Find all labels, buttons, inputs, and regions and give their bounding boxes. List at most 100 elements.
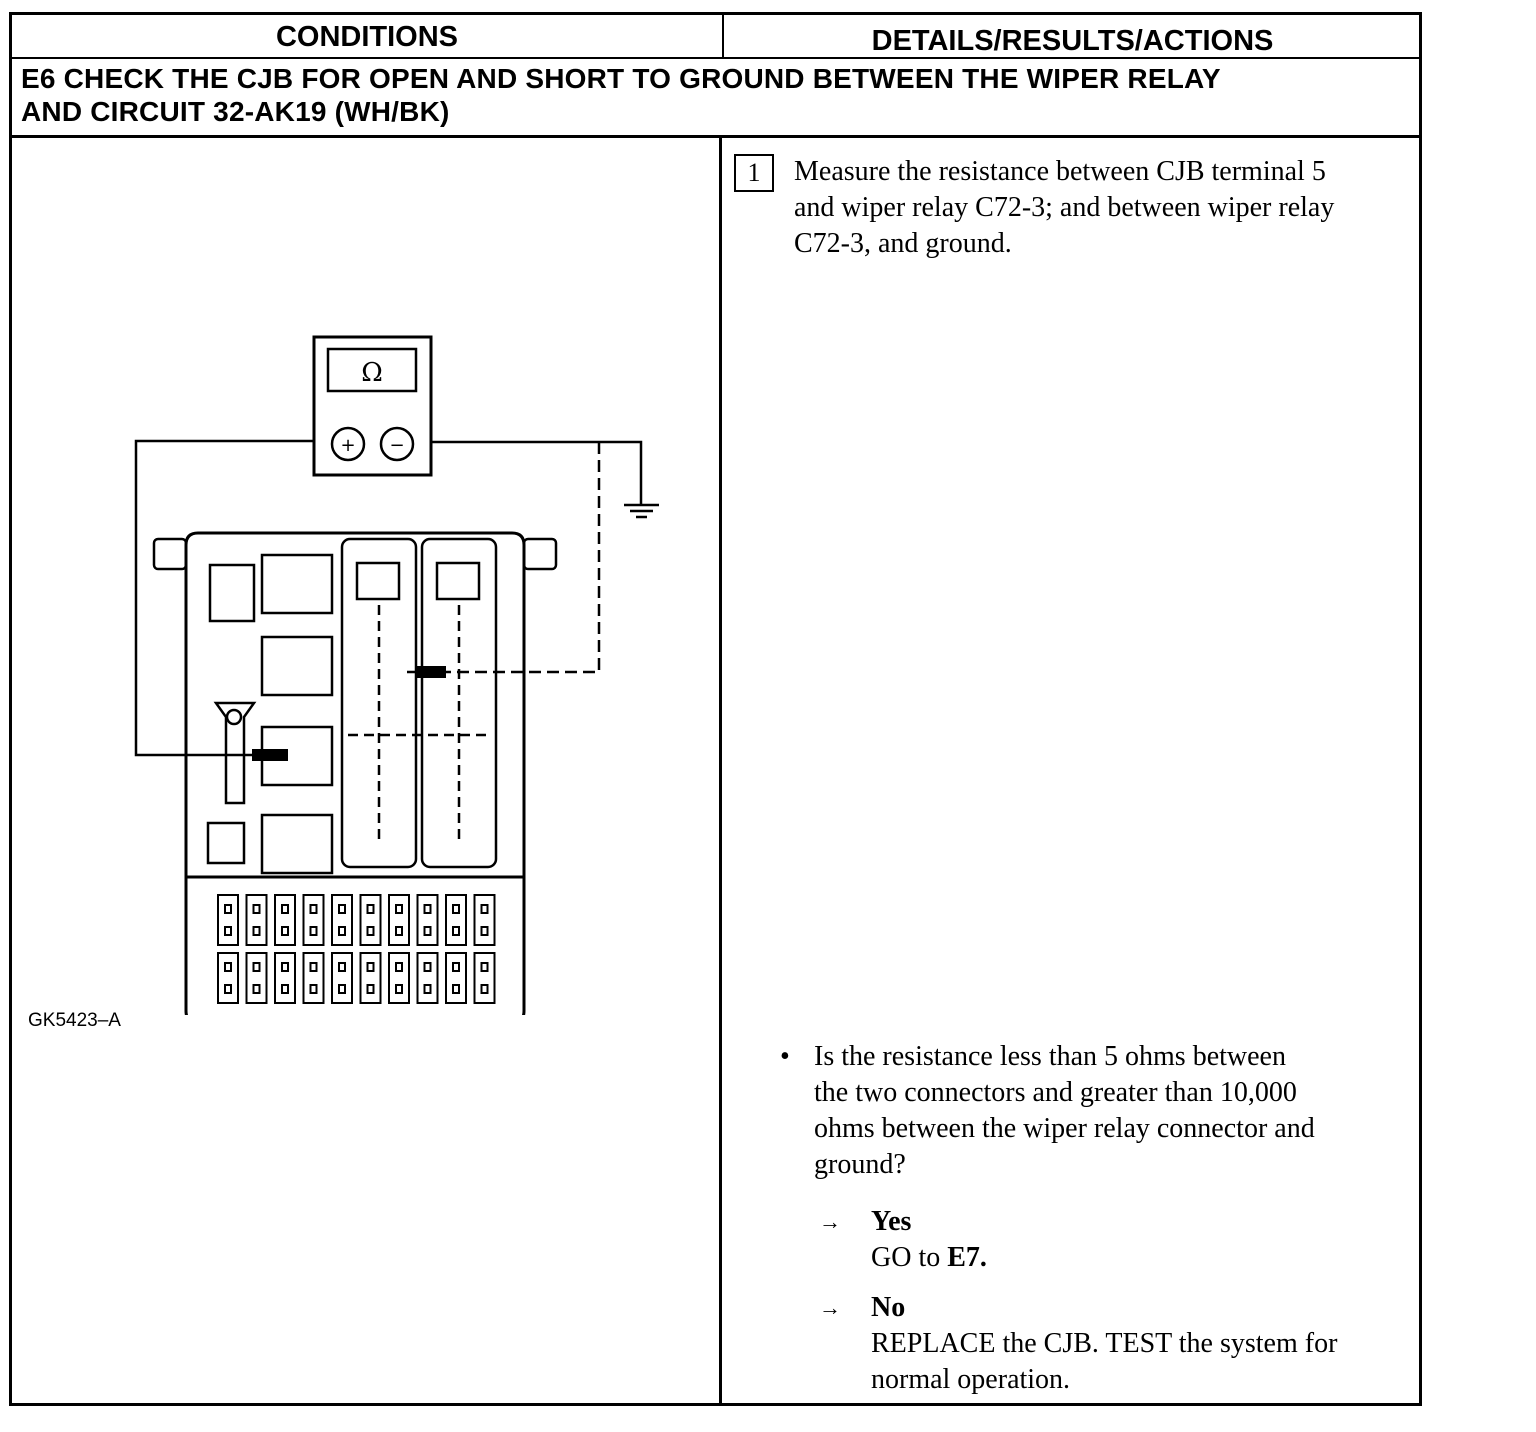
- connector-c1: [340, 537, 418, 869]
- fuse-slot: [473, 952, 496, 1004]
- fuse-slot: [445, 952, 467, 1004]
- fuse-puller: [213, 701, 257, 805]
- fuse-terminal: [252, 904, 261, 914]
- fuse-slot: [331, 952, 353, 1004]
- yes-arrow-icon: →: [819, 1209, 841, 1234]
- fuse-terminal: [480, 962, 489, 972]
- fuse-terminal: [366, 904, 375, 914]
- diode-socket: [206, 821, 246, 865]
- header-divider: [722, 15, 724, 59]
- fuse-terminal: [252, 962, 261, 972]
- fuse-slot: [331, 894, 353, 946]
- minus-sign: −: [389, 435, 404, 456]
- cjb-wiring-diagram: Ω + −: [134, 335, 659, 1015]
- question-bullet: •: [780, 1041, 790, 1072]
- step-title: E6 CHECK THE CJB FOR OPEN AND SHORT TO G…: [21, 62, 1401, 128]
- fuse-terminal: [366, 984, 375, 994]
- no-action-line2: normal operation.: [871, 1364, 1071, 1395]
- fuse-slot: [302, 952, 325, 1004]
- fuse-terminal: [395, 984, 403, 994]
- fuse-terminal: [480, 984, 489, 994]
- mounting-ear-left: [152, 537, 188, 571]
- fuse-terminal: [224, 984, 232, 994]
- fuse-terminal: [252, 984, 261, 994]
- relay-socket-2: [260, 635, 334, 697]
- ohm-symbol: Ω: [361, 358, 383, 388]
- fuse-terminal: [452, 984, 460, 994]
- no-arrow-icon: →: [819, 1295, 841, 1320]
- relay-socket-1: [260, 553, 334, 615]
- fuse-slot: [388, 952, 410, 1004]
- fuse-terminal: [395, 926, 403, 936]
- no-action: REPLACE the CJB. TEST the system for nor…: [871, 1326, 1411, 1398]
- fuse-terminal: [452, 962, 460, 972]
- small-relay-socket-1: [208, 563, 256, 623]
- fuse-terminal: [338, 926, 346, 936]
- yes-label: Yes: [871, 1206, 912, 1237]
- diagnostic-table: CONDITIONS DETAILS/RESULTS/ACTIONS E6 CH…: [9, 12, 1422, 1406]
- connector-c2-latch: [435, 561, 481, 601]
- negative-probe: [416, 666, 446, 678]
- question-line3: ohms between the wiper relay connector a…: [814, 1113, 1315, 1144]
- negative-probe-dashed-lead: [407, 442, 601, 674]
- fuse-slot: [302, 894, 325, 946]
- no-label: No: [871, 1292, 906, 1323]
- fuse-terminal: [338, 904, 346, 914]
- fuse-terminal: [224, 904, 232, 914]
- fuse-slot: [473, 894, 496, 946]
- fuse-terminal: [452, 904, 460, 914]
- step-title-row: E6 CHECK THE CJB FOR OPEN AND SHORT TO G…: [12, 59, 1419, 138]
- positive-probe: [252, 749, 288, 761]
- ohmmeter-body: [312, 335, 433, 477]
- fuse-slot: [416, 894, 439, 946]
- fuse-terminal: [281, 926, 289, 936]
- cjb-housing: [184, 531, 526, 1015]
- fuse-terminal: [252, 926, 261, 936]
- fuse-terminal: [309, 984, 318, 994]
- fuse-terminal: [423, 984, 432, 994]
- fuse-terminal: [395, 962, 403, 972]
- connector-c1-latch: [355, 561, 401, 601]
- yes-target-link[interactable]: E7.: [947, 1242, 987, 1273]
- fuse-terminal: [338, 984, 346, 994]
- fuse-terminal: [395, 904, 403, 914]
- action-step-text: Measure the resistance between CJB termi…: [794, 154, 1404, 262]
- fuse-terminal: [224, 962, 232, 972]
- figure-code: GK5423–A: [28, 1010, 121, 1031]
- fuse-terminal: [480, 904, 489, 914]
- fuse-grid: [217, 894, 496, 1004]
- fuse-terminal: [309, 962, 318, 972]
- fuse-terminal: [423, 904, 432, 914]
- fuse-slot: [416, 952, 439, 1004]
- mounting-ear-right: [522, 537, 558, 571]
- fuse-terminal: [366, 926, 375, 936]
- ohmmeter-minus-terminal: [379, 426, 415, 462]
- yes-prefix: GO to: [871, 1242, 948, 1273]
- action-line2: and wiper relay C72-3; and between wiper…: [794, 192, 1335, 223]
- fuse-slot: [274, 894, 296, 946]
- fuse-puller-hole: [225, 708, 243, 726]
- ohmmeter-display: [326, 347, 418, 393]
- ohmmeter-plus-terminal: [330, 426, 366, 462]
- fuse-terminal: [309, 926, 318, 936]
- fuse-slot: [274, 952, 296, 1004]
- plus-sign: +: [340, 435, 355, 456]
- relay-socket-4: [260, 813, 334, 875]
- question-line4: ground?: [814, 1149, 906, 1180]
- connector-c2: [420, 537, 498, 869]
- positive-test-lead: [134, 439, 314, 757]
- fuse-terminal: [423, 926, 432, 936]
- fuse-slot: [359, 952, 382, 1004]
- fuse-terminal: [281, 962, 289, 972]
- fuse-terminal: [423, 962, 432, 972]
- fuse-terminal: [224, 926, 232, 936]
- fuse-slot: [245, 894, 268, 946]
- details-column: 1 Measure the resistance between CJB ter…: [724, 138, 1419, 1406]
- step-title-line1: E6 CHECK THE CJB FOR OPEN AND SHORT TO G…: [21, 63, 1221, 94]
- fuse-slot: [388, 894, 410, 946]
- conditions-header: CONDITIONS: [275, 21, 459, 53]
- action-line1: Measure the resistance between CJB termi…: [794, 156, 1326, 187]
- question-line2: the two connectors and greater than 10,0…: [814, 1077, 1297, 1108]
- fuse-terminal: [338, 962, 346, 972]
- question-text: • Is the resistance less than 5 ohms bet…: [780, 1039, 1414, 1183]
